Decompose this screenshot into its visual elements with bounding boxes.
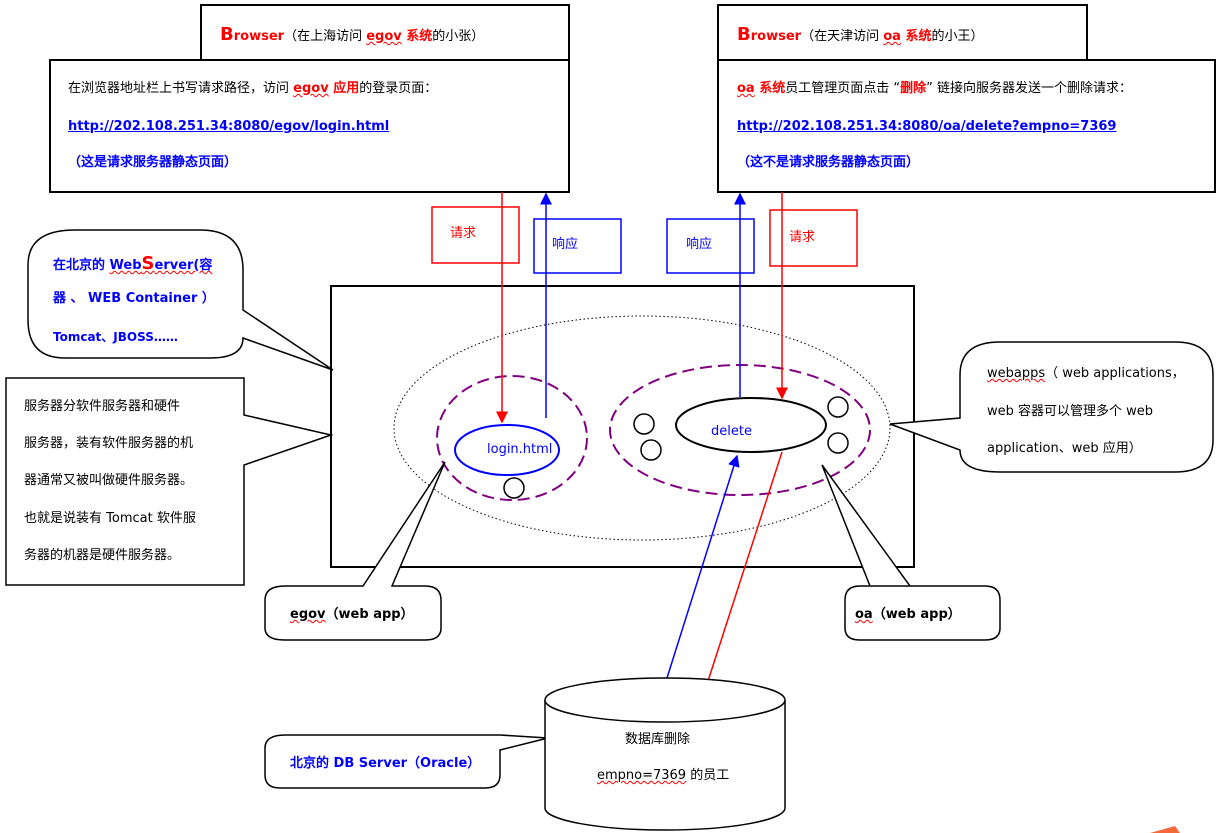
request-box-right	[769, 209, 858, 267]
oa-delete-url-link[interactable]: http://202.108.251.34:8080/oa/delete?emp…	[737, 119, 1117, 134]
webapps-callout-line2: web 容器可以管理多个 web	[987, 404, 1154, 419]
db-request-arrow	[695, 451, 783, 714]
webserver-callout-line2: 器 、 WEB Container ）	[53, 291, 215, 306]
webserver-callout-line3: Tomcat、JBOSS……	[53, 330, 178, 344]
egov-app-ellipse	[436, 375, 588, 501]
browser-left-description: 在浏览器地址栏上书写请求路径，访问 egov 应用的登录页面：	[68, 81, 438, 96]
request-label-right: 请求	[789, 230, 816, 245]
response-label-right: 响应	[686, 237, 713, 252]
webapps-callout	[889, 341, 1214, 473]
db-response-arrow	[654, 454, 740, 717]
browser-left-note: （这是请求服务器静态页面）	[68, 155, 238, 170]
server-note-line: 服务器，装有软件服务器的机	[24, 436, 194, 451]
server-note-line: 服务器分软件服务器和硬件	[24, 399, 181, 414]
db-callout	[264, 734, 549, 789]
database-top	[544, 677, 786, 723]
delete-label: delete	[711, 424, 752, 439]
delete-ellipse	[675, 397, 827, 453]
db-callout-label: 北京的 DB Server（Oracle）	[290, 756, 481, 771]
corner-mark	[1150, 826, 1180, 833]
webapps-callout-line1: webapps（ web applications，	[987, 366, 1185, 381]
server-note-line: 务器的机器是硬件服务器。	[24, 548, 181, 563]
egov-login-url-link[interactable]: http://202.108.251.34:8080/egov/login.ht…	[68, 119, 390, 134]
webserver-callout	[27, 229, 334, 371]
browser-right-title: Browser（在天津访问 oa 系统的小王）	[737, 24, 984, 45]
login-html-ellipse	[454, 424, 560, 476]
webserver-callout-line1: 在北京的 WebServer(容	[53, 253, 213, 274]
server-note-callout	[5, 377, 334, 586]
response-box-left	[533, 218, 622, 274]
request-label-left: 请求	[450, 226, 477, 241]
resource-circles	[503, 396, 849, 499]
db-label-line2: empno=7369 的员工	[597, 768, 730, 783]
oa-callout	[821, 464, 1001, 641]
server-note-line: 也就是说装有 Tomcat 软件服	[24, 511, 196, 526]
db-label-line1: 数据库删除	[625, 732, 691, 747]
login-html-label: login.html	[487, 442, 553, 457]
egov-callout	[264, 461, 446, 641]
webapps-ellipse	[393, 315, 891, 541]
response-label-left: 响应	[552, 237, 579, 252]
browser-left-title-box	[200, 4, 570, 61]
browser-left-box	[49, 59, 570, 193]
database-cylinder	[544, 700, 786, 831]
browser-right-box	[717, 59, 1216, 193]
server-note-line: 器通常又被叫做硬件服务器。	[24, 473, 194, 488]
browser-right-description: oa 系统员工管理页面点击 “删除” 链接向服务器发送一个删除请求：	[737, 81, 1133, 96]
browser-right-note: （这不是请求服务器静态页面）	[737, 155, 920, 170]
browser-right-title-box	[717, 4, 1088, 61]
oa-callout-label: oa（web app）	[855, 607, 961, 622]
webapps-callout-line3: application、web 应用）	[987, 441, 1142, 456]
egov-callout-label: egov（web app）	[290, 607, 414, 622]
request-box-left	[431, 206, 520, 264]
browser-left-title: Browser（在上海访问 egov 系统的小张）	[220, 24, 485, 45]
